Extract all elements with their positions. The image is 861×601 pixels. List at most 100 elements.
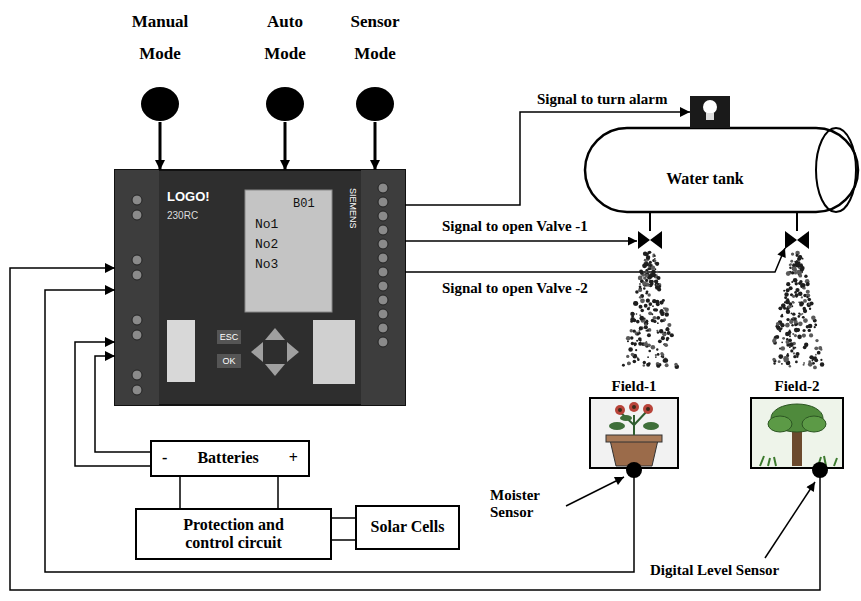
spray-drop <box>815 339 818 342</box>
spray-drop <box>793 352 795 354</box>
spray-drop <box>654 260 656 262</box>
spray-drop <box>802 334 806 338</box>
spray-drop <box>644 323 647 326</box>
spray-drop <box>801 296 803 298</box>
spray-drop <box>814 356 817 359</box>
spray-drop <box>798 321 803 326</box>
spray-drop <box>647 267 650 270</box>
spray-drop <box>662 299 665 302</box>
spray-drop <box>639 305 643 309</box>
spray-drop <box>780 315 783 318</box>
spray-drop <box>666 327 670 331</box>
spray-drop <box>644 342 649 347</box>
node-text: Field-1 <box>588 378 680 395</box>
tank-end <box>816 128 856 212</box>
alarm-lamp <box>690 96 730 128</box>
node-text: Batteries <box>197 449 258 467</box>
spray-drop <box>789 286 793 290</box>
tank-body <box>585 128 858 212</box>
spray-drop <box>637 333 639 335</box>
spray-drop <box>783 290 785 292</box>
spray-drop <box>796 260 798 262</box>
spray-drop <box>645 262 649 266</box>
spray-drop <box>662 332 666 336</box>
spray-drop <box>655 308 658 311</box>
spray-drop <box>640 309 644 313</box>
spray-drop <box>798 315 801 318</box>
spray-drop <box>626 336 630 340</box>
spray-drop <box>639 283 641 285</box>
spray-drop <box>792 295 795 298</box>
spray-drop <box>651 313 653 315</box>
terminal-strip <box>361 170 405 405</box>
spray-drop <box>628 347 633 352</box>
spray-drop <box>791 324 793 326</box>
connector <box>332 539 355 541</box>
spray-drop <box>627 340 629 342</box>
spray-drop <box>644 259 647 262</box>
spray-drop <box>803 318 808 323</box>
signal-label: Signal to open Valve -1 <box>442 218 588 235</box>
spray-drop <box>643 364 646 367</box>
spray-drop <box>651 345 656 350</box>
spray-drop <box>776 325 780 329</box>
spray-drop <box>808 324 813 329</box>
plc-body <box>115 170 405 405</box>
node-text: Auto Mode <box>252 6 318 70</box>
connector <box>277 477 279 508</box>
spray-drop <box>654 258 656 260</box>
spray-drop <box>639 285 642 288</box>
panel-button <box>217 354 241 368</box>
signal-line <box>405 240 637 242</box>
spray-drop <box>646 290 649 293</box>
spray-drop <box>638 330 640 332</box>
spray-drop <box>633 360 637 364</box>
spray-drop <box>655 356 657 358</box>
field-box: Field-1 <box>588 376 680 470</box>
spray-drop <box>783 307 786 310</box>
spray-drop <box>792 271 795 274</box>
spray-drop <box>794 328 799 333</box>
spray-drop <box>635 331 639 335</box>
spray-drop <box>814 326 816 328</box>
control-circuit-box: Protection and control circuit <box>135 508 332 560</box>
panel-button <box>217 330 241 344</box>
node-text: Solar Cells <box>371 518 445 536</box>
spray-drop <box>778 306 782 310</box>
valve-symbol <box>785 212 809 249</box>
spray-drop <box>789 267 791 269</box>
spray-drop <box>635 290 639 294</box>
spray-drop <box>651 272 655 276</box>
terminal-screws <box>132 183 388 395</box>
spray-drop <box>794 291 797 294</box>
spray-drop <box>656 348 658 350</box>
spray-drop <box>664 331 666 333</box>
spray-drop <box>647 307 650 310</box>
connector <box>332 517 355 519</box>
spray-drop <box>648 344 651 347</box>
solar-cell-box: Solar Cells <box>355 505 460 550</box>
spray-drop <box>648 302 652 306</box>
node-text: No1 <box>255 218 278 233</box>
mode-knob <box>266 87 304 121</box>
spray-drop <box>655 262 659 266</box>
spray-drop <box>659 329 663 333</box>
cursor-keys <box>251 328 299 376</box>
spray-drop <box>657 331 659 333</box>
spray-drop <box>667 331 671 335</box>
spray-drop <box>638 337 642 341</box>
spray-drop <box>630 336 634 340</box>
spray-drop <box>802 316 805 319</box>
spray-drop <box>778 360 781 363</box>
spray-drop <box>803 345 807 349</box>
connector <box>45 290 634 572</box>
spray-drop <box>661 336 665 340</box>
spray-drop <box>641 273 645 277</box>
spray-drop <box>772 339 776 343</box>
spray-drop <box>789 320 793 324</box>
spray-drop <box>656 302 660 306</box>
spray-drop <box>818 346 822 350</box>
spray-drop <box>660 352 663 355</box>
spray-drop <box>664 308 668 312</box>
